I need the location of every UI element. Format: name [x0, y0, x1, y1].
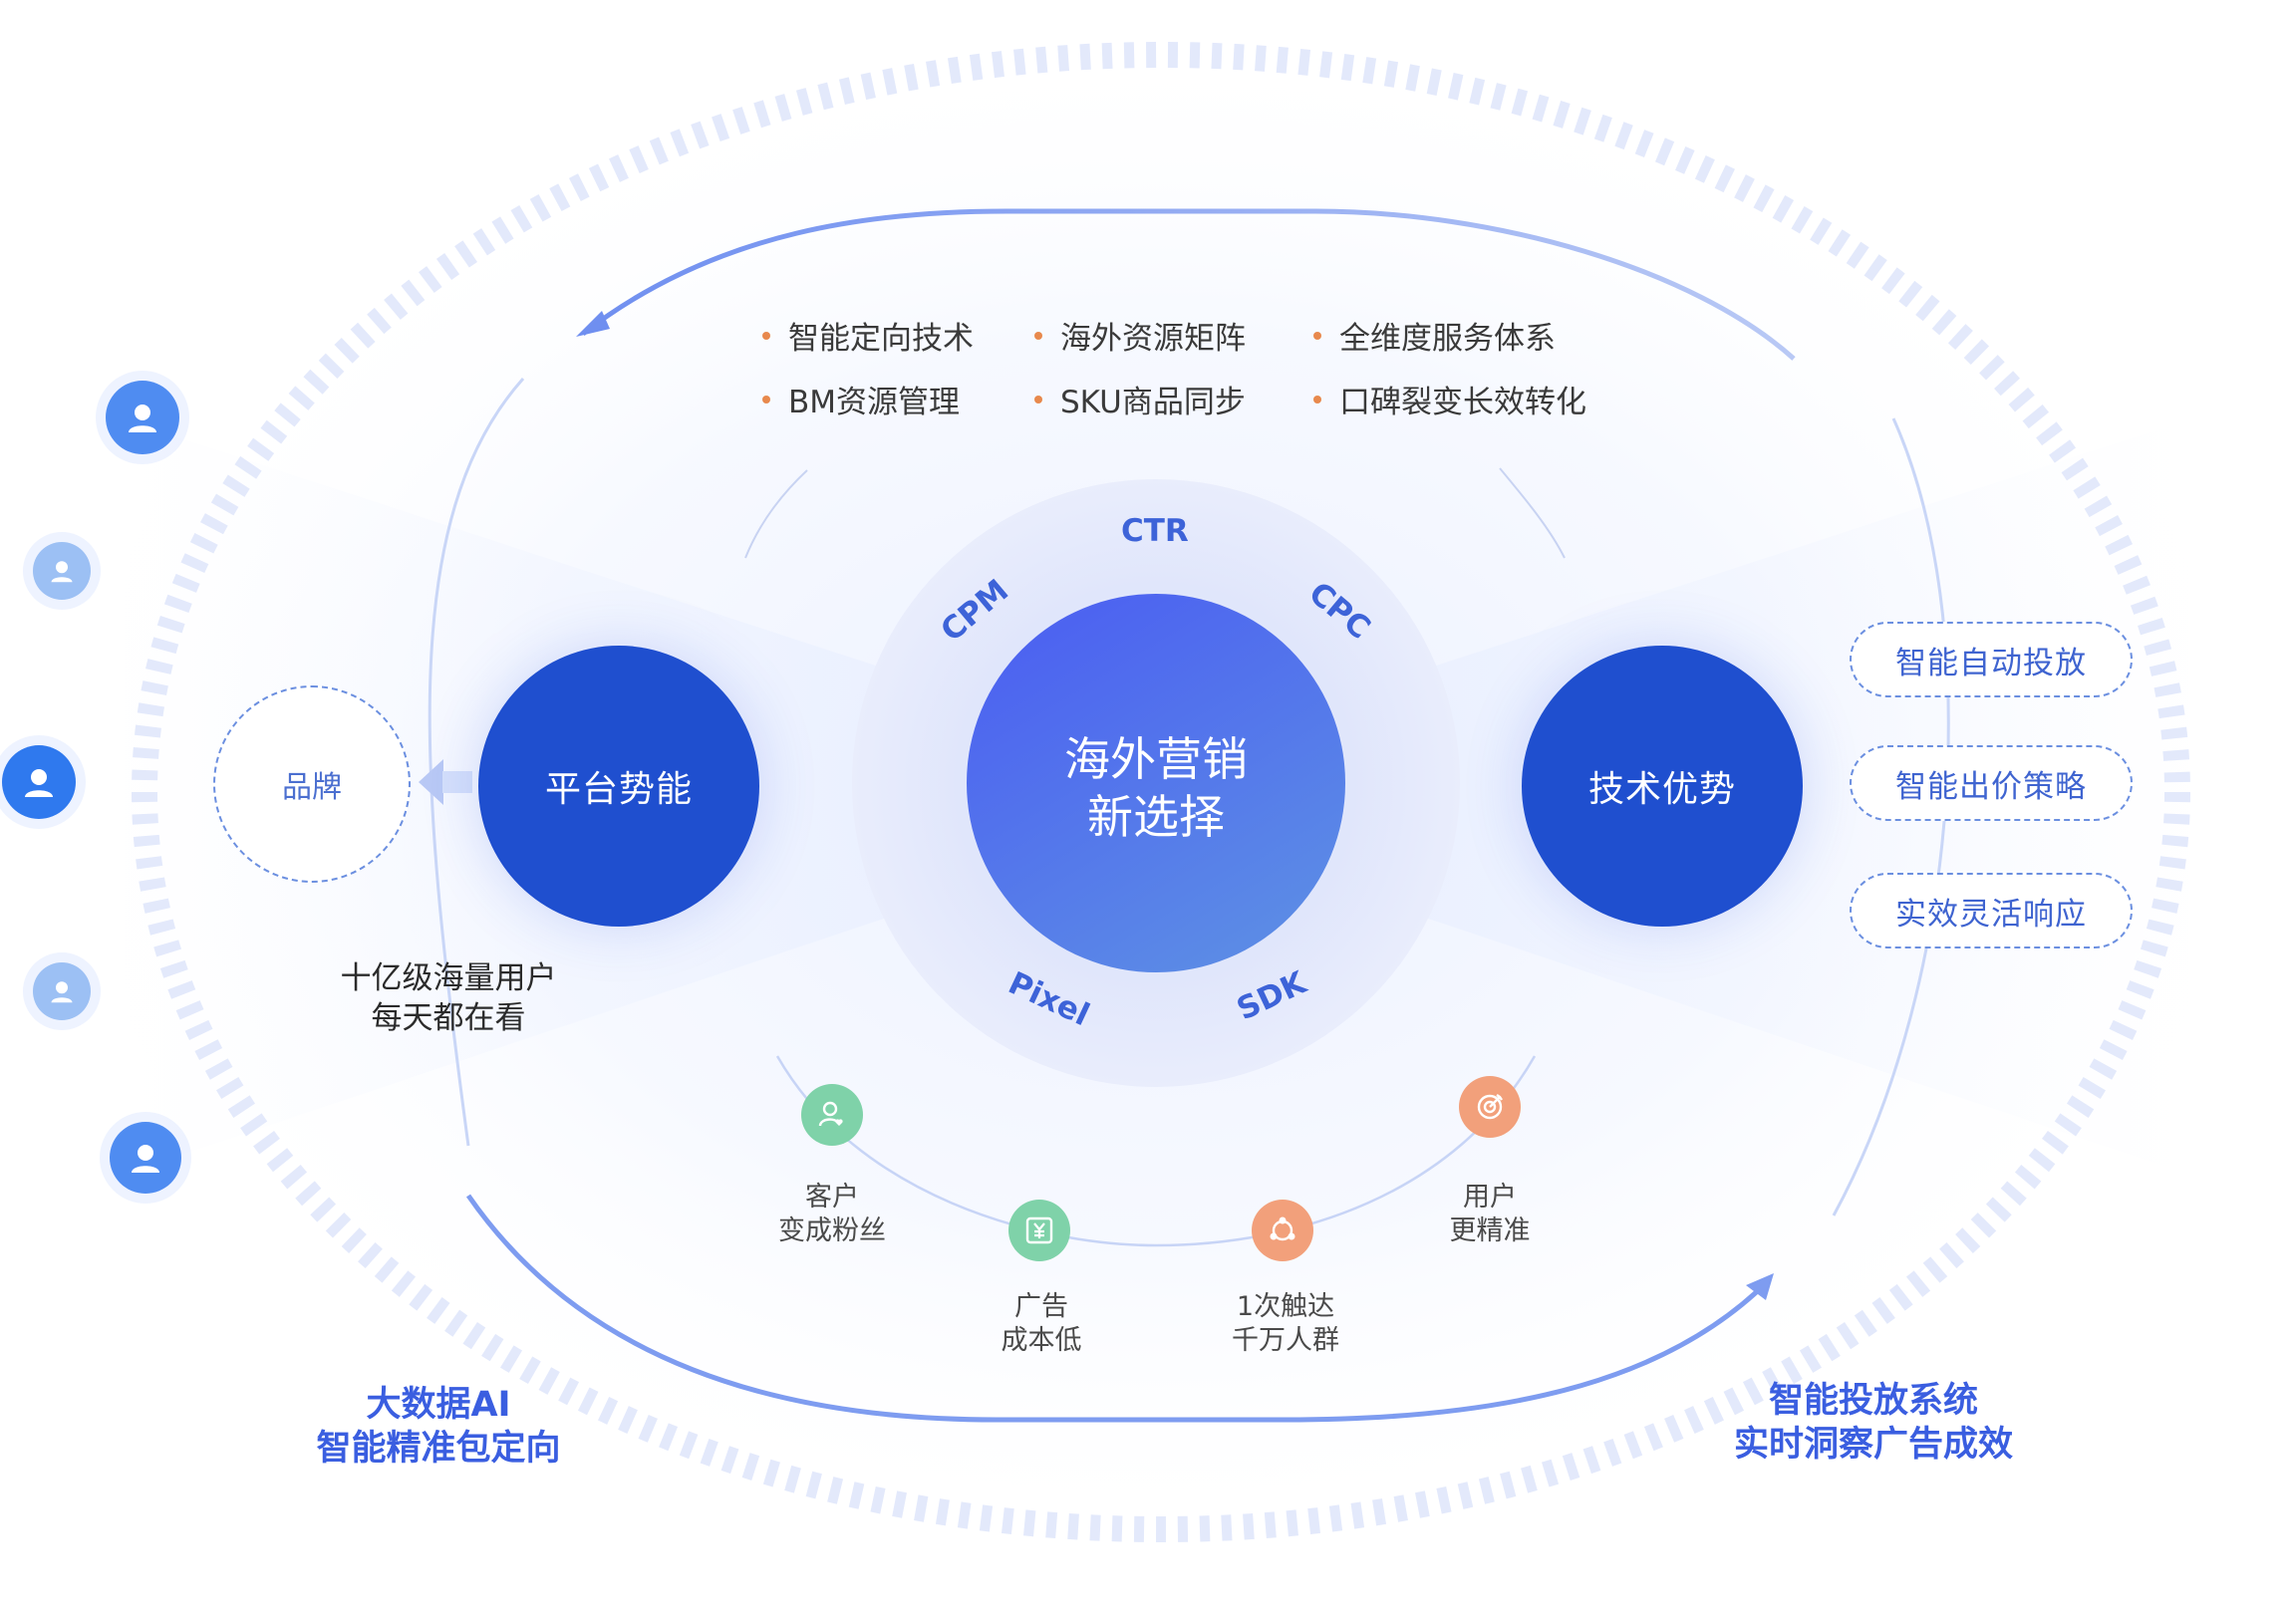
user-avatar: [2, 745, 76, 819]
pill-auto-delivery: 智能自动投放: [1850, 622, 2133, 697]
caption-line2: 千万人群: [1232, 1325, 1339, 1356]
bottom-right-caption: 智能投放系统 实时洞察广告成效: [1699, 1379, 2048, 1467]
brand-circle: 品牌: [213, 685, 411, 883]
bottom-right-caption-line2: 实时洞察广告成效: [1733, 1425, 2013, 1465]
feature-label: 海外资源矩阵: [1060, 321, 1246, 357]
bottom-caption-precise: 用户 更精准: [1420, 1181, 1560, 1248]
caption-line2: 成本低: [1001, 1325, 1082, 1356]
bottom-caption-cost: 广告 成本低: [972, 1290, 1111, 1358]
bottom-left-caption: 大数据AI 智能精准包定向: [269, 1383, 608, 1471]
feature-label: 口碑裂变长效转化: [1339, 385, 1586, 420]
left-caption-line1: 十亿级海量用户: [340, 960, 557, 996]
user-icon: [51, 981, 73, 1003]
user-avatar: [33, 542, 91, 600]
caption-line1: 客户: [805, 1182, 859, 1213]
people-reach-icon: [1252, 1200, 1313, 1261]
feature-label: BM资源管理: [788, 385, 961, 420]
feature-item: SKU商品同步: [1034, 377, 1246, 421]
caption-line1: 用户: [1463, 1182, 1517, 1213]
left-caption: 十亿级海量用户 每天都在看: [319, 958, 578, 1038]
bottom-left-caption-line1: 大数据AI: [366, 1385, 511, 1425]
metric-ctr: CTR: [1121, 513, 1189, 549]
pill-bid-strategy: 智能出价策略: [1850, 745, 2133, 821]
caption-line1: 广告: [1014, 1291, 1068, 1322]
user-icon: [132, 1145, 159, 1173]
user-heart-icon: [801, 1084, 863, 1146]
feature-item: BM资源管理: [762, 377, 960, 421]
bullet-dot: [1034, 331, 1042, 340]
brand-label: 品牌: [282, 770, 342, 805]
user-icon: [129, 404, 156, 432]
center-title: 海外营销 新选择: [997, 723, 1315, 853]
bottom-caption-fans: 客户 变成粉丝: [762, 1181, 902, 1248]
caption-line2: 变成粉丝: [778, 1215, 886, 1246]
bottom-right-caption-line1: 智能投放系统: [1768, 1381, 1978, 1421]
center-title-line2: 新选择: [1087, 790, 1225, 844]
bullet-dot: [762, 395, 770, 404]
feature-item: 全维度服务体系: [1313, 313, 1556, 358]
bullet-dot: [762, 331, 770, 340]
platform-label: 平台势能: [544, 769, 693, 810]
bullet-dot: [1313, 331, 1321, 340]
user-avatar: [110, 1122, 181, 1194]
yuan-icon: [1008, 1200, 1070, 1261]
user-avatar: [33, 962, 91, 1020]
feature-label: 智能定向技术: [788, 321, 974, 357]
user-icon: [51, 561, 73, 583]
feature-item: 口碑裂变长效转化: [1313, 377, 1586, 421]
center-title-line1: 海外营销: [1064, 732, 1248, 786]
feature-label: SKU商品同步: [1060, 385, 1246, 420]
feature-item: 海外资源矩阵: [1034, 313, 1246, 358]
bullet-dot: [1034, 395, 1042, 404]
feature-label: 全维度服务体系: [1339, 321, 1556, 357]
platform-circle: 平台势能: [478, 646, 759, 927]
bullet-dot: [1313, 395, 1321, 404]
left-caption-line2: 每天都在看: [371, 1000, 526, 1036]
tech-circle: 技术优势: [1522, 646, 1803, 927]
bottom-left-caption-line2: 智能精准包定向: [316, 1429, 561, 1469]
target-icon: [1459, 1076, 1521, 1138]
feature-item: 智能定向技术: [762, 313, 974, 358]
pill-flexible-response: 实效灵活响应: [1850, 873, 2133, 948]
caption-line1: 1次触达: [1236, 1291, 1335, 1322]
user-icon: [25, 769, 53, 797]
bottom-caption-reach: 1次触达 千万人群: [1211, 1290, 1360, 1358]
user-avatar: [106, 381, 179, 454]
tech-label: 技术优势: [1587, 769, 1736, 810]
caption-line2: 更精准: [1449, 1215, 1531, 1246]
